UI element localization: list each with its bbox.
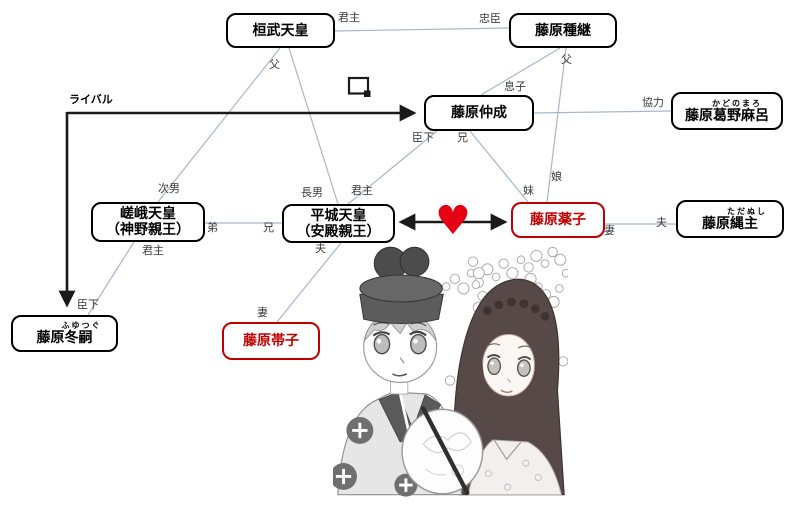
relation-line-1 bbox=[157, 47, 281, 203]
node-kusuko: 藤原薬子 bbox=[511, 202, 605, 238]
edge-label-2: 父 bbox=[269, 58, 280, 71]
edge-label-16: 君主 bbox=[142, 244, 164, 257]
edge-label-15: 兄 bbox=[263, 221, 274, 234]
edge-label-18: 夫 bbox=[315, 242, 326, 255]
mans-hat bbox=[359, 246, 444, 324]
node-label: 藤原仲成 bbox=[451, 105, 507, 121]
edge-label-6: ライバル bbox=[69, 93, 113, 106]
edge-label-19: 妻 bbox=[257, 306, 268, 319]
man-eyes bbox=[372, 322, 427, 355]
node-label: 平城天皇 bbox=[310, 207, 367, 224]
edge-label-9: 娘 bbox=[551, 170, 562, 183]
node-nakanari: 藤原仲成 bbox=[424, 95, 534, 131]
woman-eyes bbox=[486, 343, 532, 377]
kimono-flower-pattern bbox=[484, 459, 542, 491]
edge-label-17: 臣下 bbox=[77, 298, 99, 311]
node-label: 桓武天皇 bbox=[252, 22, 309, 39]
relation-line-10 bbox=[276, 242, 342, 323]
node-fuyutsugu: ふゆつぐ藤原冬嗣 bbox=[11, 315, 118, 352]
edge-label-11: 次男 bbox=[158, 182, 180, 195]
relation-line-7 bbox=[469, 130, 529, 203]
node-label: 藤原薬子 bbox=[530, 212, 586, 228]
node-label: 藤原冬嗣 bbox=[36, 330, 93, 346]
node-label: 藤原葛野麻呂 bbox=[685, 107, 769, 124]
relation-line-3 bbox=[533, 110, 672, 114]
node-heizei: 平城天皇（安殿親王） bbox=[282, 204, 395, 243]
node-label: 嵯峨天皇 bbox=[120, 206, 176, 222]
object-placeholder-icon bbox=[347, 76, 371, 97]
edge-label-5: 協力 bbox=[642, 96, 664, 109]
node-label: 藤原縄主 bbox=[702, 215, 758, 232]
furigana-fuyutsugu: ふゆつぐ bbox=[61, 321, 102, 330]
edge-label-4: 息子 bbox=[504, 80, 526, 93]
edge-label-20: 妻 bbox=[604, 224, 615, 237]
furigana-kadonomaro: かどのまろ bbox=[712, 98, 762, 108]
edge-label-12: 長男 bbox=[301, 186, 323, 199]
relation-line-2 bbox=[288, 47, 339, 205]
node-label: （安殿親王） bbox=[296, 223, 381, 240]
couple-illustration bbox=[333, 246, 568, 497]
edge-label-14: 弟 bbox=[207, 221, 218, 234]
edge-label-10: 妹 bbox=[523, 184, 534, 197]
edge-label-1: 忠臣 bbox=[479, 12, 501, 25]
node-label: 藤原種継 bbox=[535, 22, 591, 39]
relation-line-0 bbox=[334, 27, 510, 32]
node-obiko: 藤原帯子 bbox=[222, 322, 320, 360]
edge-label-7: 臣下 bbox=[412, 131, 434, 144]
node-tadanushi: ただぬし藤原縄主 bbox=[676, 200, 784, 238]
heart-icon: ♥ bbox=[435, 198, 471, 244]
node-kadonomaro: かどのまろ藤原葛野麻呂 bbox=[671, 92, 783, 130]
flower-garland bbox=[483, 297, 550, 321]
node-label: 藤原帯子 bbox=[243, 333, 299, 349]
node-label: （神野親王） bbox=[106, 222, 190, 238]
node-saga: 嵯峨天皇（神野親王） bbox=[91, 202, 205, 242]
furigana-tadanushi: ただぬし bbox=[727, 206, 767, 216]
round-fan bbox=[401, 406, 484, 495]
node-kanmu: 桓武天皇 bbox=[226, 13, 335, 48]
edge-label-8: 兄 bbox=[457, 131, 468, 144]
edge-label-3: 父 bbox=[561, 53, 572, 66]
edge-label-13: 君主 bbox=[351, 184, 373, 197]
node-tanetsugu: 藤原種継 bbox=[509, 13, 617, 48]
edge-label-0: 君主 bbox=[338, 11, 360, 24]
edge-label-21: 夫 bbox=[656, 216, 667, 229]
